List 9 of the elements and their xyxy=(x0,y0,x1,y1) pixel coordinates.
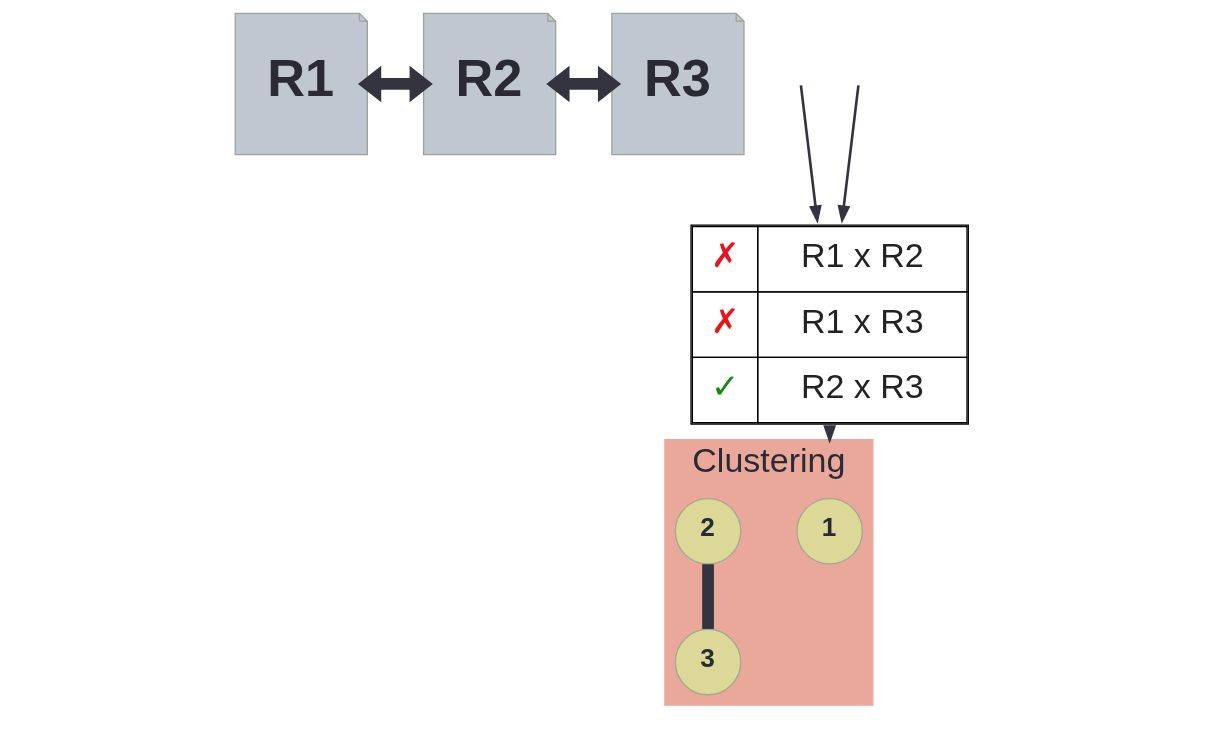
connector xyxy=(702,564,714,629)
node-circle: 3 xyxy=(674,628,742,696)
node-circle: 2 xyxy=(674,497,742,565)
node-circle: 1 xyxy=(796,497,864,565)
arrow xyxy=(357,65,433,103)
arrow xyxy=(799,85,822,224)
arrow xyxy=(823,425,837,444)
arrow xyxy=(546,65,622,103)
arrow xyxy=(837,85,860,224)
